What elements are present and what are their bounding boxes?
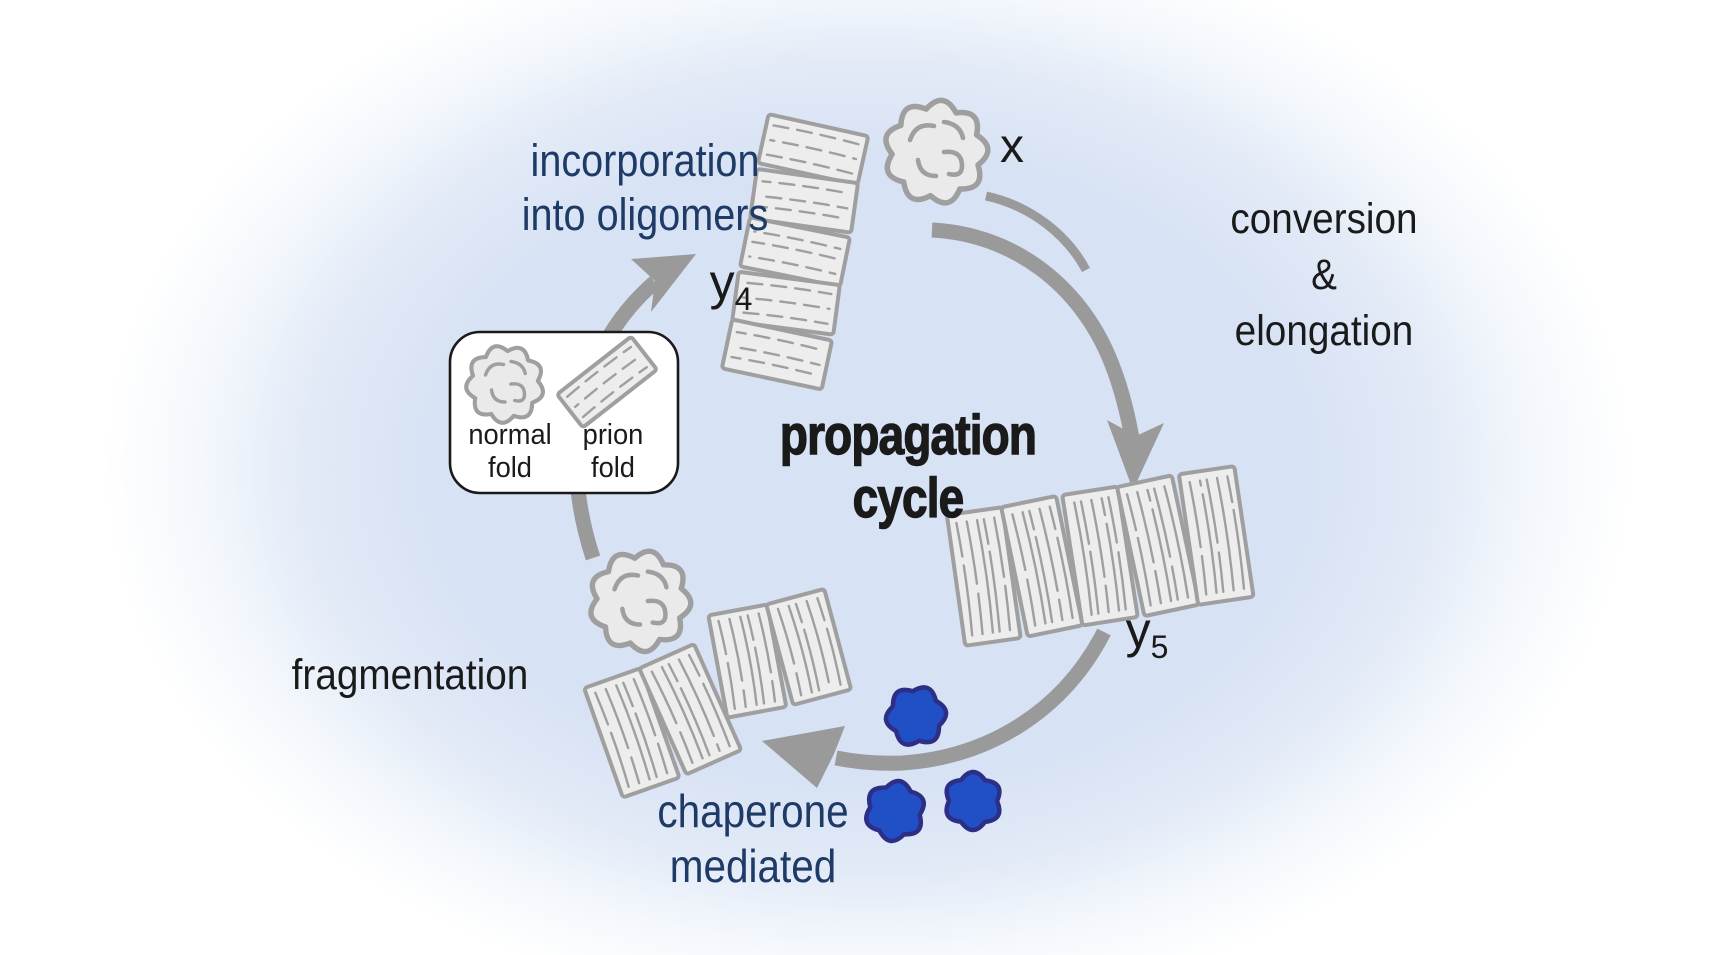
chaperone-icons bbox=[863, 685, 1002, 844]
cycle-title: propagation cycle bbox=[752, 403, 1065, 530]
label-conversion-line1: conversion bbox=[1230, 195, 1418, 243]
conversion-arrow-icon bbox=[931, 191, 1164, 490]
chaperone-arrow-icon bbox=[762, 628, 1111, 788]
label-chaperone-line2: mediated bbox=[669, 840, 837, 893]
label-incorporation-line1: incorporation bbox=[530, 135, 760, 186]
legend-box bbox=[448, 330, 680, 495]
normal-protein-x-icon bbox=[883, 97, 991, 206]
legend-normal-fold-icon bbox=[464, 344, 545, 425]
label-incorporation-line2: into oligomers bbox=[521, 189, 769, 240]
legend-normal-fold-label: normal fold bbox=[468, 419, 552, 485]
label-chaperone-line1: chaperone bbox=[657, 785, 849, 837]
label-chaperone: chaperone mediated bbox=[644, 784, 861, 894]
fibril-y5-icon bbox=[945, 464, 1256, 648]
oligomer-y4-icon bbox=[720, 112, 870, 391]
label-fragmentation: fragmentation bbox=[279, 650, 542, 702]
cycle-title-line2: cycle bbox=[852, 465, 965, 529]
label-fragmentation-line1: fragmentation bbox=[291, 651, 529, 699]
label-incorporation: incorporation into oligomers bbox=[505, 134, 785, 242]
label-conversion: conversion & elongation bbox=[1220, 192, 1428, 360]
legend-prion-fold-label: prion fold bbox=[582, 419, 644, 485]
label-conversion-line3: elongation bbox=[1234, 306, 1414, 355]
cycle-title-line1: propagation bbox=[779, 403, 1037, 467]
label-species-x: x bbox=[1000, 120, 1024, 173]
label-species-y4: y4 bbox=[709, 254, 753, 317]
legend-prion-fold-icon bbox=[556, 335, 658, 429]
fibril-fragment-icon bbox=[582, 642, 743, 799]
fibril-fragment-icon bbox=[706, 587, 853, 720]
label-species-y5: y5 bbox=[1125, 602, 1169, 665]
label-conversion-line2: & bbox=[1311, 250, 1337, 299]
normal-protein-released-icon bbox=[588, 548, 694, 655]
